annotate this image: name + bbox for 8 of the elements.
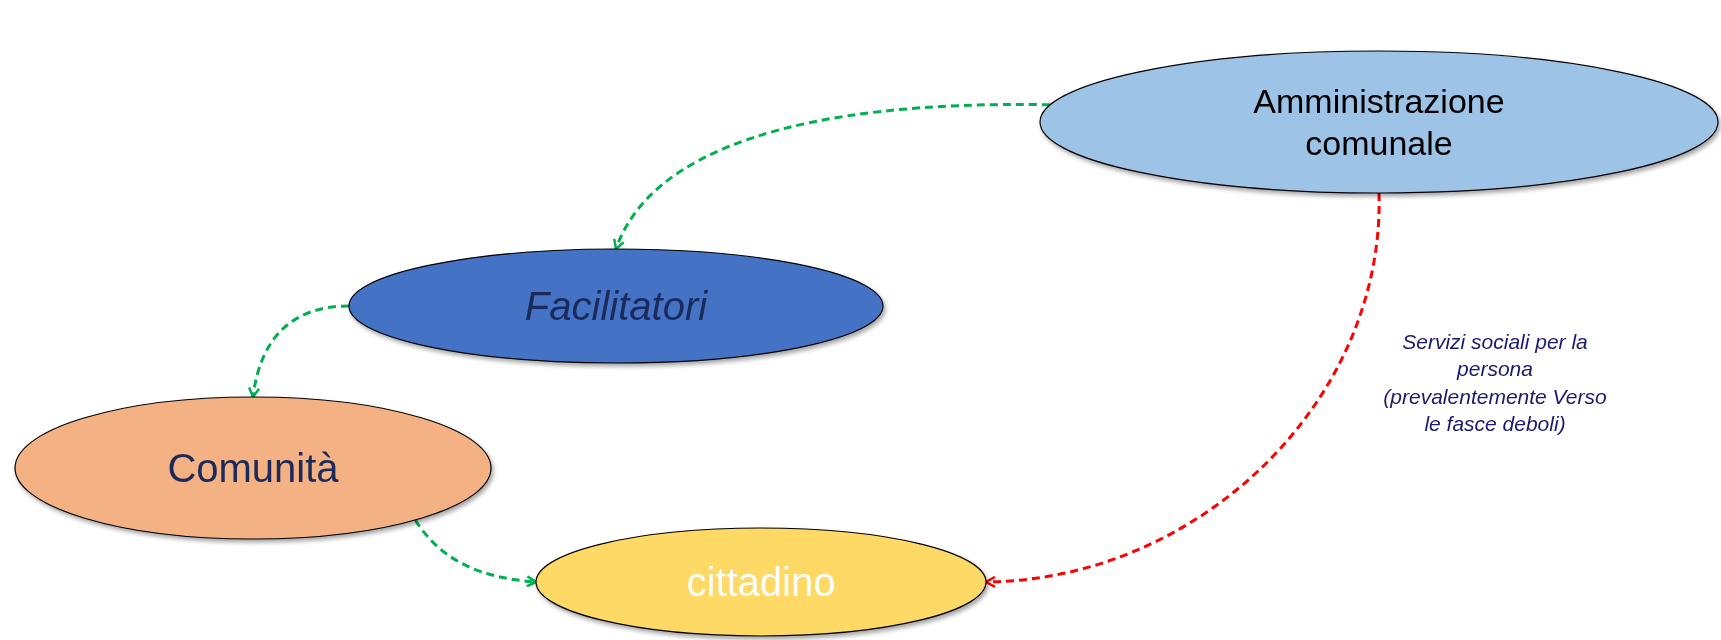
arrow [613,103,1051,251]
node-label: Comunità [167,445,339,492]
arrow [248,304,350,399]
node-label: Amministrazione comunale [1252,80,1506,164]
edge-label: Servizi sociali per la persona (prevalentemente Verso le fasce deboli) [1382,329,1608,437]
node-label: cittadino [686,559,836,606]
arrow [414,519,538,588]
node-label: Facilitatori [524,283,708,330]
